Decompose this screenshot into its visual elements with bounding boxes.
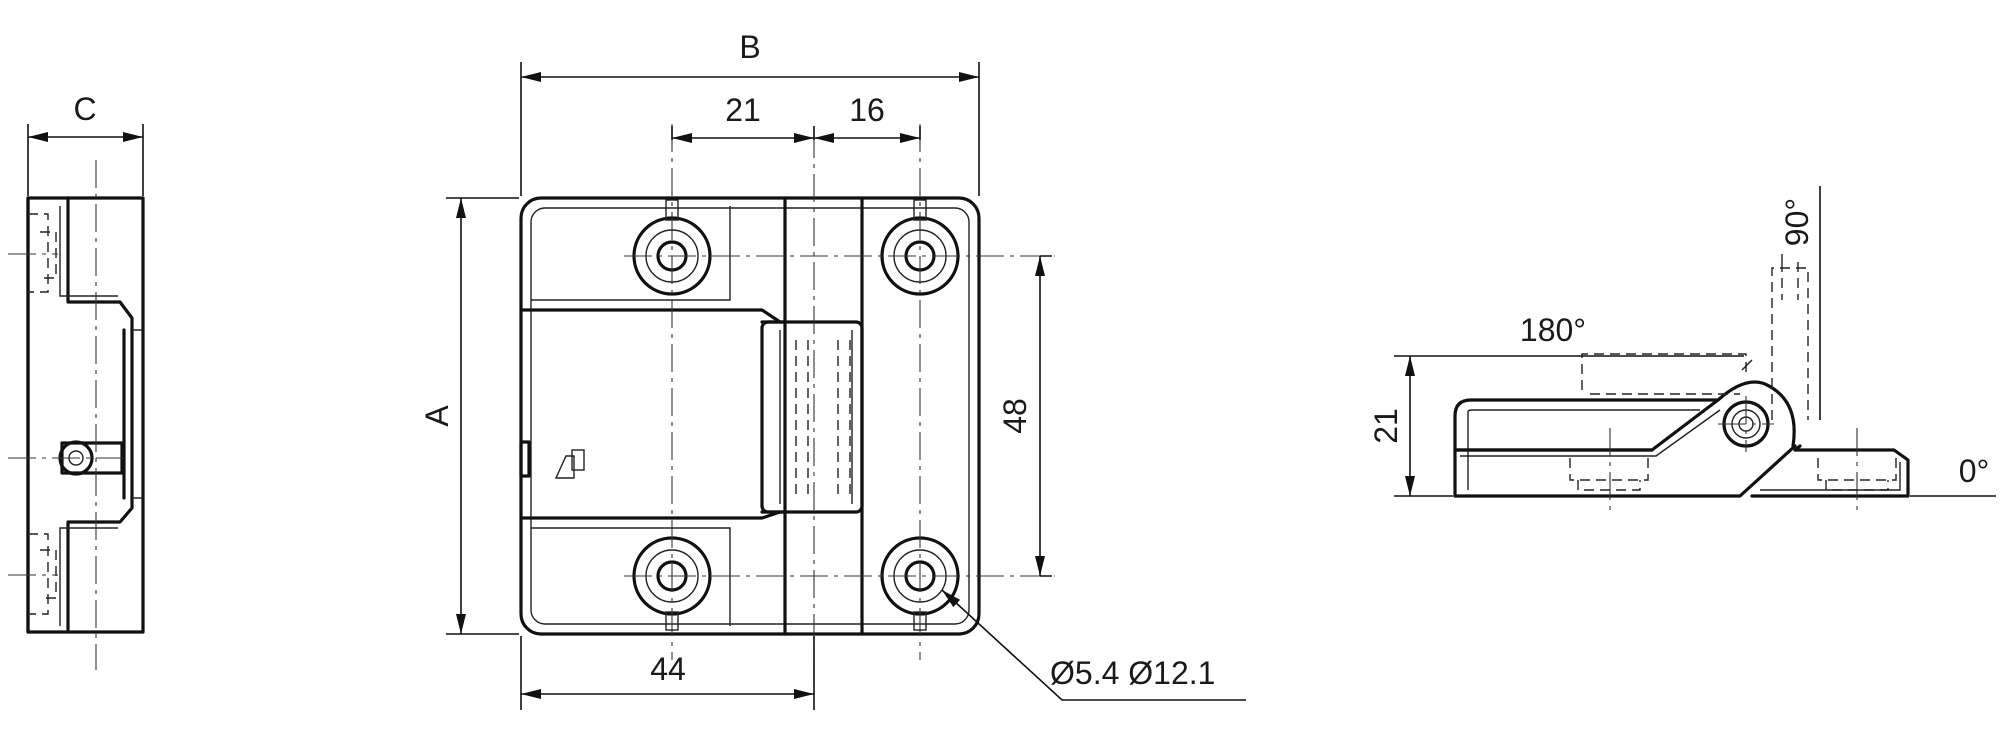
- dim-16-label: 16: [849, 92, 885, 128]
- dim-44-label: 44: [650, 651, 686, 687]
- rotation-view: 21 180° 90° 0°: [1368, 186, 1996, 516]
- dim-a-label: A: [419, 405, 455, 427]
- hole-callout-label: Ø5.4 Ø12.1: [1050, 655, 1215, 691]
- angle-0-label: 0°: [1959, 453, 1990, 489]
- dim-21-side-label: 21: [1368, 408, 1404, 444]
- dim-b-label: B: [739, 29, 760, 65]
- dim-48-label: 48: [997, 398, 1033, 434]
- dim-c-label: C: [73, 91, 96, 127]
- front-view: B 21 16 A 48 44 Ø5.4 Ø12.1: [419, 29, 1246, 710]
- angle-180-label: 180°: [1520, 312, 1586, 348]
- side-view-left: C: [8, 91, 145, 670]
- angle-90-label: 90°: [1779, 198, 1815, 246]
- dim-21-top-label: 21: [725, 92, 761, 128]
